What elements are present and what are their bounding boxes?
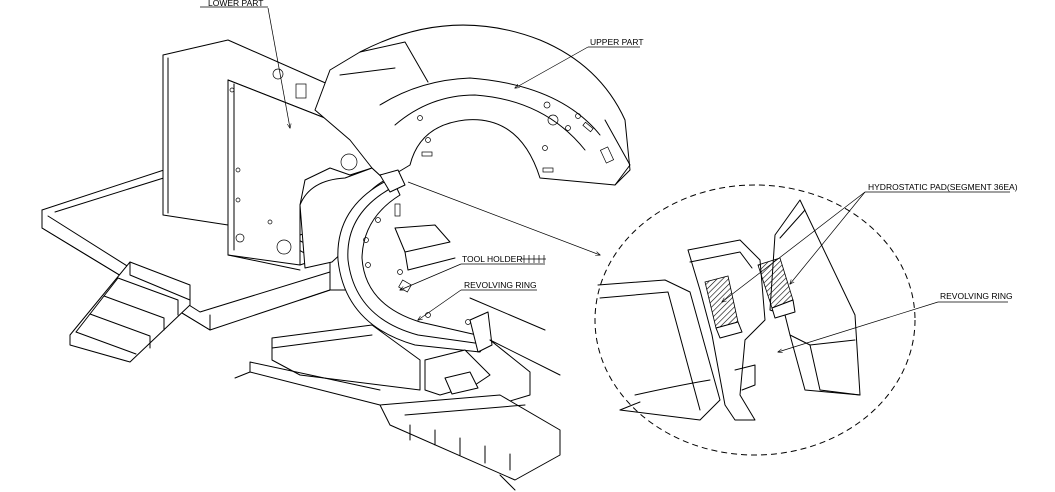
label-upper-part: UPPER PART (590, 37, 644, 47)
detail-view (407, 181, 916, 456)
upper-part (314, 24, 631, 186)
inner-ledge (394, 224, 456, 271)
tool-holder-symbol (521, 255, 546, 263)
label-tool-holder: TOOL HOLDER (462, 254, 522, 264)
access-stairs (69, 261, 191, 363)
label-revolving-ring-main: REVOLVING RING (464, 280, 537, 290)
revolving-ring (337, 169, 493, 353)
label-hydrostatic-pad: HYDROSTATIC PAD(SEGMENT 36EA) (868, 182, 1018, 192)
floor-rails (234, 297, 561, 491)
label-lower-part: LOWER PART (208, 0, 263, 8)
detail-circle (594, 184, 916, 456)
leader-lines (200, 6, 1010, 352)
detail-pointer-line (407, 181, 600, 255)
label-revolving-ring-detail: REVOLVING RING (940, 291, 1013, 301)
